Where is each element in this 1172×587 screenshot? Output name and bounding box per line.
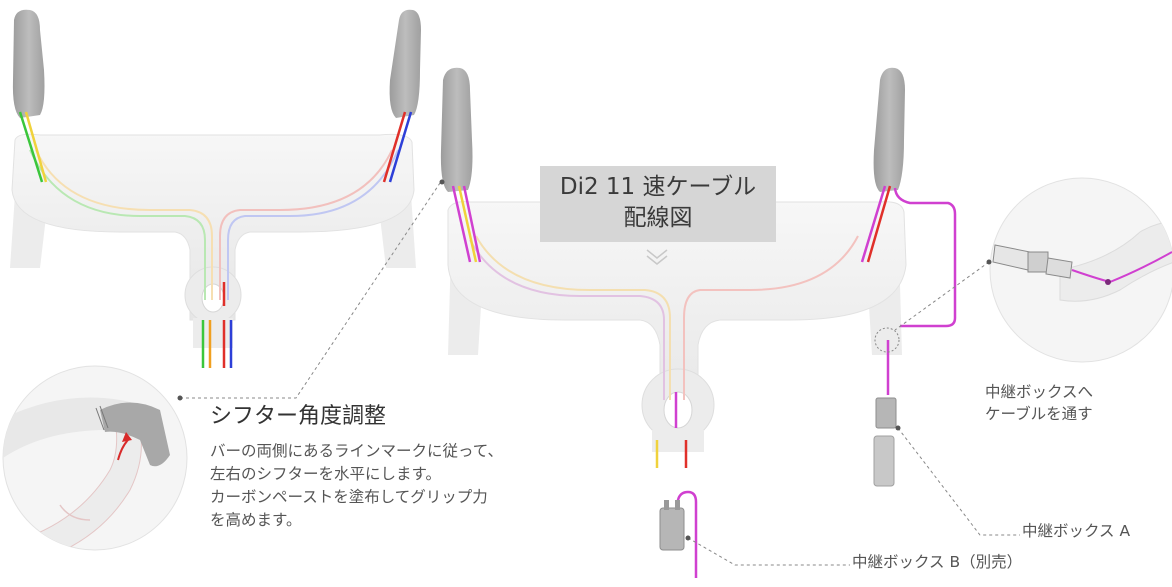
desc-line: カーボンペーストを塗布してグリップ力	[210, 488, 488, 506]
shifter-detail-circle	[2, 365, 188, 551]
shifter-heading: シフター角度調整	[210, 404, 387, 429]
center-handlebar	[440, 67, 957, 578]
note-line: 中継ボックスへ	[985, 383, 1094, 401]
desc-line: バーの両側にあるラインマークに従って、	[210, 442, 503, 460]
left-handlebar	[10, 9, 421, 368]
desc-line: 左右のシフターを水平にします。	[210, 465, 441, 483]
title-line-2: 配線図	[623, 205, 693, 231]
cable-routing-detail-circle	[989, 177, 1172, 363]
title-line-1: Di2 11 速ケーブル	[559, 174, 757, 200]
junction-note: 中継ボックスへ ケーブルを通す	[985, 381, 1093, 425]
note-line: ケーブルを通す	[985, 405, 1093, 423]
leader-lines	[180, 182, 1020, 566]
shifter-description: バーの両側にあるラインマークに従って、 左右のシフターを水平にします。 カーボン…	[210, 440, 503, 532]
diagram-title: Di2 11 速ケーブル 配線図	[540, 166, 776, 242]
chevron-down-icon	[646, 249, 668, 265]
junction-box-a	[875, 397, 897, 429]
desc-line: を高めます。	[210, 511, 302, 529]
junction-a-label: 中継ボックス A	[1022, 522, 1131, 540]
junction-b-label: 中継ボックス B（別売）	[852, 553, 1023, 571]
junction-box-b	[659, 507, 685, 551]
